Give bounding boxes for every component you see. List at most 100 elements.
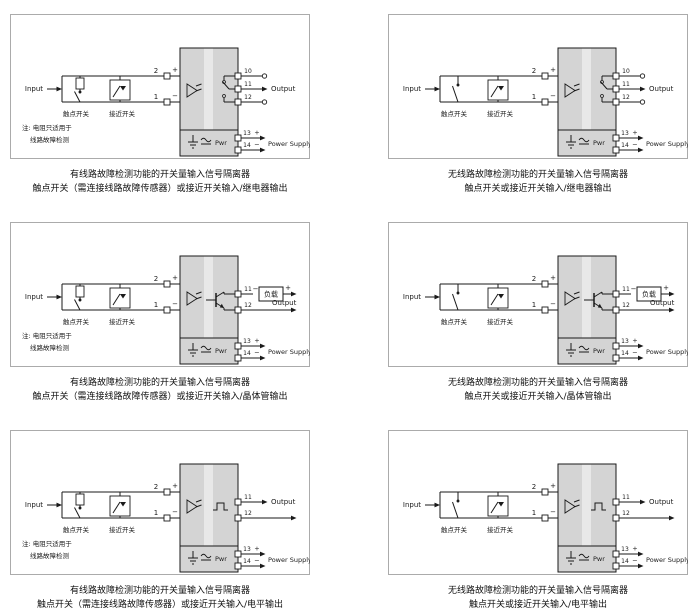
pwr-label: Pwr <box>593 555 605 563</box>
terminal-2-number: 2 <box>154 67 158 75</box>
switch-contact-dot <box>78 506 82 510</box>
proximity-switch-label: 接近开关 <box>109 109 136 118</box>
power-plus: + <box>254 545 259 553</box>
proximity-flag <box>120 86 126 91</box>
terminal-2-number: 2 <box>532 275 536 283</box>
note-line-2: 线路故障检测 <box>30 551 70 560</box>
diagram-title: 无线路故障检测功能的开关量输入信号隔离器 <box>447 586 628 596</box>
circuit-schematic-transistor-fault: Input触点开关接近开关21+−Pwr1314+−Power Supply11… <box>10 222 310 367</box>
terminal-square <box>234 498 242 506</box>
opto-ray <box>195 88 202 92</box>
diagram-captions: 无线路故障检测功能的开关量输入信号隔离器 触点开关或接近开关输入/电平输出 <box>388 584 688 612</box>
power-minus: − <box>254 141 259 149</box>
terminal-13-number: 13 <box>621 338 629 345</box>
wire-end-circle <box>639 73 646 79</box>
input-label: Input <box>25 293 43 301</box>
output-label: Output <box>271 498 296 506</box>
pwr-label: Pwr <box>215 555 227 563</box>
power-supply-label: Power Supply <box>646 556 688 564</box>
relay-blade <box>222 81 230 90</box>
proximity-diagonal <box>490 293 499 306</box>
contact-switch-label: 触点开关 <box>441 317 468 326</box>
arrowhead <box>638 135 644 141</box>
optocoupler-icon <box>186 291 198 306</box>
opto-ray <box>573 88 580 92</box>
wire-end-circle <box>261 73 268 79</box>
isolation-band <box>582 256 591 338</box>
isolation-band <box>204 256 213 338</box>
frame-border <box>10 14 310 159</box>
arrowhead <box>260 135 266 141</box>
wire <box>215 291 225 298</box>
terminal-13-number: 13 <box>243 130 251 137</box>
terminal-square <box>612 85 620 93</box>
arrowhead <box>638 343 644 349</box>
opto-ray <box>195 296 202 300</box>
terminal-12-number: 12 <box>622 510 630 517</box>
arrowhead <box>638 355 644 361</box>
terminal-1-number: 1 <box>532 301 536 309</box>
arrowhead <box>434 502 440 508</box>
pulse-icon <box>591 502 606 511</box>
terminal-square <box>234 85 242 93</box>
optocoupler-icon <box>186 83 198 98</box>
contact-switch-blade <box>74 91 81 103</box>
proximity-flag <box>498 86 504 91</box>
terminal-square <box>612 354 620 362</box>
switch-contact-dot <box>78 298 82 302</box>
optocoupler-icon <box>564 499 576 514</box>
terminal-square <box>612 562 620 570</box>
terminal-10-number: 10 <box>244 68 252 75</box>
terminal-square <box>612 342 620 350</box>
opto-ray <box>195 291 202 295</box>
input-plus: + <box>172 66 178 74</box>
acdc-icon <box>578 345 590 351</box>
power-supply-label: Power Supply <box>646 140 688 148</box>
terminal-square <box>234 72 242 80</box>
terminal-square <box>163 280 171 288</box>
opto-ray <box>573 296 580 300</box>
terminal-square <box>163 98 171 106</box>
power-supply-label: Power Supply <box>646 348 688 356</box>
proximity-flag <box>498 294 504 299</box>
input-minus: − <box>550 92 556 100</box>
contact-switch-label: 触点开关 <box>63 317 90 326</box>
terminal-square <box>234 146 242 154</box>
terminal-square <box>612 290 620 298</box>
arrowhead <box>638 147 644 153</box>
terminal-square <box>541 514 549 522</box>
terminal-14-number: 14 <box>243 350 251 357</box>
terminal-square <box>541 280 549 288</box>
opto-ray <box>573 291 580 295</box>
proximity-flag <box>120 294 126 299</box>
diagram-captions: 有线路故障检测功能的开关量输入信号隔离器 触点开关（需连接线路故障传感器）或接近… <box>10 376 310 404</box>
output-label: Output <box>272 299 297 307</box>
load-plus: + <box>285 284 291 292</box>
terminal-square <box>234 98 242 106</box>
terminal-square <box>612 514 620 522</box>
arrowhead <box>640 499 646 505</box>
power-minus: − <box>632 557 637 565</box>
pwr-label: Pwr <box>215 139 227 147</box>
line-fault-resistor <box>75 493 85 506</box>
acdc-icon <box>200 345 212 351</box>
diagram-captions: 无线路故障检测功能的开关量输入信号隔离器 触点开关或接近开关输入/晶体管输出 <box>388 376 688 404</box>
contact-switch-label: 触点开关 <box>63 109 90 118</box>
terminal-12-number: 12 <box>244 510 252 517</box>
power-plus: + <box>632 129 637 137</box>
terminal-square <box>612 146 620 154</box>
contact-switch-blade <box>74 507 81 519</box>
proximity-switch-symbol <box>487 287 509 309</box>
wire-end-circle <box>639 99 646 105</box>
opto-ray <box>195 499 202 503</box>
terminal-11-number: 11 <box>244 81 252 88</box>
arrowhead <box>262 499 268 505</box>
power-plus: + <box>632 337 637 345</box>
